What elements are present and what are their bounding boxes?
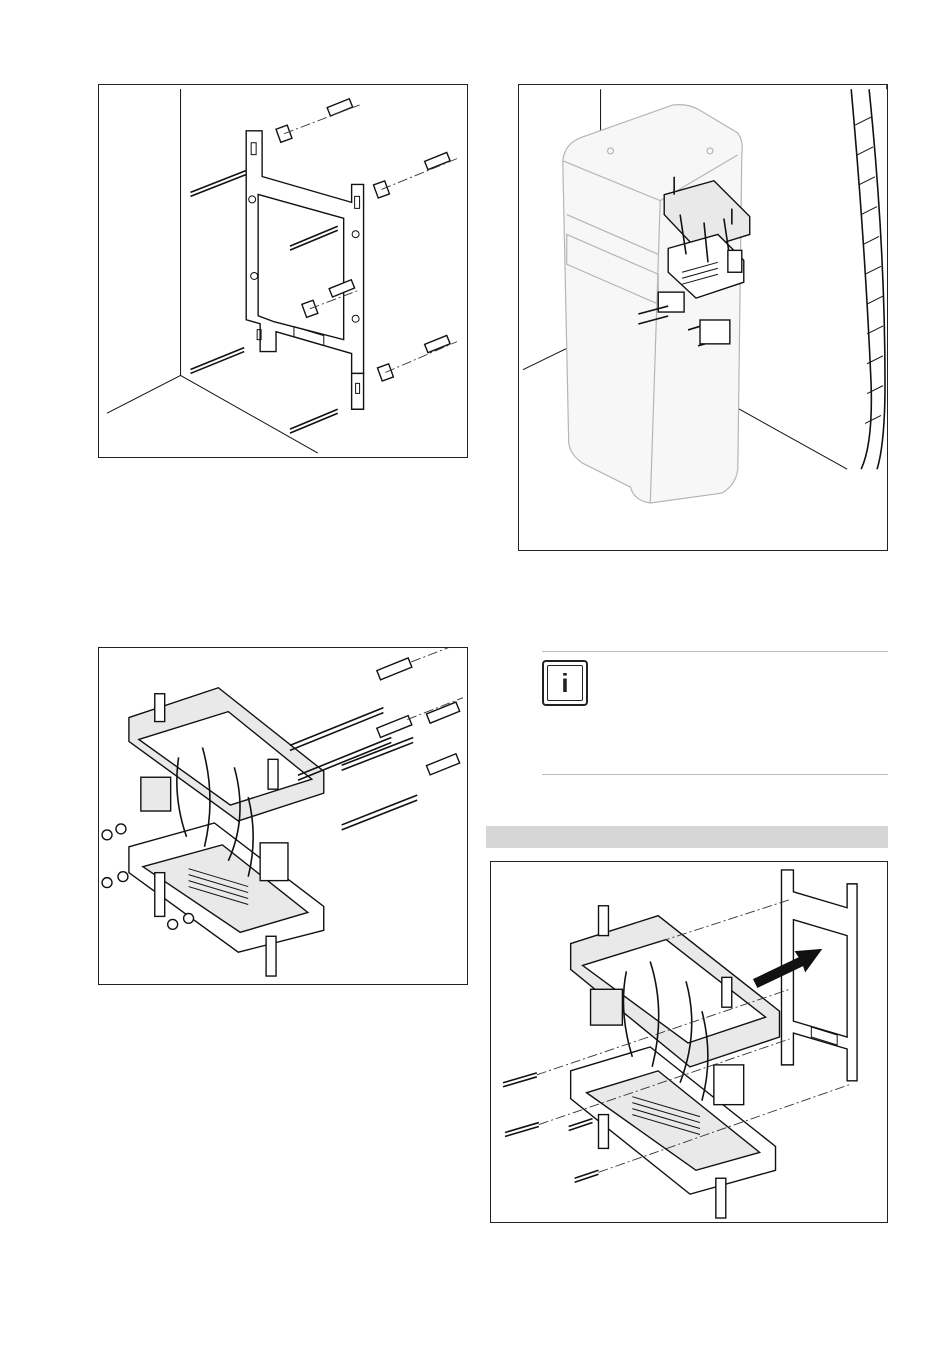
info-note: i [542,651,888,775]
mounting-bracket-drawing [99,85,467,457]
figure-wall-bracket [98,84,468,458]
hydraulic-module-with-screws-drawing [99,648,467,984]
appliance-with-hydraulic-module-drawing [519,85,887,550]
info-icon: i [542,660,588,706]
info-glyph: i [547,665,583,701]
figure-module-assembly [490,861,888,1223]
module-to-bracket-assembly-drawing [491,862,887,1222]
figure-unit-on-wall [518,84,888,551]
figure-module-screws [98,647,468,985]
section-heading-bar [486,826,888,848]
